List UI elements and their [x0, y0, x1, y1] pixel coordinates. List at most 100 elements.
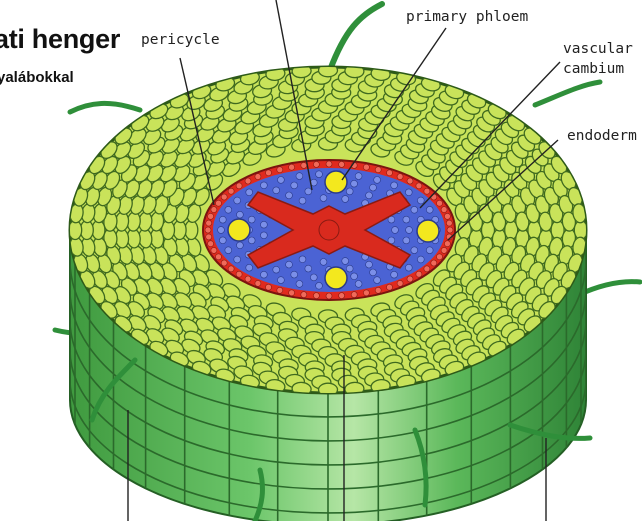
label-cambium: cambium	[563, 61, 625, 77]
cortex-cell	[173, 150, 193, 168]
pericycle-cell	[207, 240, 214, 247]
vascular-cell	[354, 280, 363, 288]
vascular-cell	[417, 196, 425, 205]
root-hair	[252, 467, 265, 524]
vascular-cell	[304, 187, 312, 196]
cortex-cell	[159, 150, 178, 168]
pericycle-cell	[436, 253, 443, 261]
pericycle-cell	[396, 280, 404, 287]
label-vascular: vascular	[563, 41, 633, 57]
vascular-cell	[369, 183, 377, 192]
vascular-cell	[402, 236, 410, 245]
page-subtitle: yalábokkal	[0, 69, 74, 86]
pericycle-cell	[386, 283, 393, 291]
vascular-cell	[346, 264, 354, 273]
vascular-cell	[410, 206, 418, 214]
pericycle-cell	[227, 187, 235, 195]
cortex-cell	[538, 211, 553, 232]
vascular-cell	[219, 236, 227, 245]
leader-line-top	[275, 0, 313, 191]
leader-line-primary-phloem	[341, 27, 447, 181]
vascular-cylinder	[202, 159, 456, 301]
pericycle-cell	[235, 182, 243, 190]
pericycle-cell	[227, 265, 235, 273]
cortex-cell	[173, 292, 193, 310]
pericycle-cell	[300, 291, 308, 298]
pericycle-cell	[205, 233, 212, 241]
pericycle-cell	[396, 173, 404, 180]
pericycle-cell	[215, 253, 222, 261]
pericycle-cell	[313, 292, 320, 299]
vascular-cell	[248, 236, 256, 245]
pericycle-cell	[444, 213, 451, 220]
pericycle-cell	[215, 199, 222, 207]
pericycle-cell	[288, 289, 295, 297]
pericycle-cell	[265, 283, 272, 291]
vascular-cell	[350, 180, 358, 188]
cortex-cell	[159, 164, 177, 183]
cortex-cell	[191, 305, 211, 322]
root-hairs-front	[89, 30, 593, 524]
pericycle-cell	[325, 292, 333, 300]
vascular-cell	[341, 195, 349, 203]
phloem-strand	[324, 170, 348, 194]
page-title: ati henger	[0, 24, 121, 54]
cortex-cell	[161, 306, 181, 323]
root-hair	[507, 422, 593, 441]
root-hair	[67, 100, 143, 115]
phloem-strand	[416, 219, 440, 243]
vascular-cell	[224, 206, 233, 214]
vascular-cell	[426, 206, 434, 214]
cortex-cell	[317, 67, 339, 78]
pericycle-cell	[415, 270, 423, 278]
root-hair	[89, 357, 138, 423]
pericycle-cell	[446, 226, 454, 234]
vascular-cell	[387, 236, 396, 245]
vascular-cell	[233, 255, 241, 264]
vascular-cell	[315, 282, 323, 290]
vascular-cell	[295, 172, 304, 180]
cortex-cell	[161, 137, 181, 154]
label-pericycle: pericycle	[141, 32, 220, 48]
vascular-cell	[410, 246, 418, 254]
vascular-cell	[245, 264, 253, 272]
vascular-cell	[365, 260, 373, 269]
epidermis-cell-wall	[70, 319, 586, 466]
pericycle-cell	[363, 163, 370, 171]
vascular-cell	[260, 221, 268, 229]
pericycle-cell	[254, 280, 262, 287]
vascular-cell	[277, 176, 285, 184]
vascular-cell	[426, 246, 434, 254]
pericycle-cell	[207, 213, 214, 220]
root-side-wall	[69, 229, 587, 525]
vascular-cell	[391, 226, 399, 234]
pericycle-cell	[350, 291, 358, 298]
pericycle-cell	[436, 199, 443, 207]
phloem-strand	[227, 218, 251, 242]
vascular-cell	[245, 188, 253, 197]
cortex-cell	[128, 127, 147, 145]
vascular-cell	[350, 272, 358, 280]
cortex-cell	[145, 115, 165, 132]
pericycle-cell	[440, 247, 448, 254]
phloem-strand	[324, 266, 348, 290]
vascular-cell	[285, 260, 293, 269]
pericycle-cell	[423, 265, 431, 273]
vascular-cell	[219, 216, 227, 224]
pericycle-cell	[313, 161, 320, 168]
pericycle-cell	[430, 259, 438, 267]
pericycle-cell	[423, 187, 431, 195]
leader-line-pericycle	[179, 57, 215, 206]
vascular-cell	[390, 181, 398, 190]
pericycle-cell	[276, 166, 284, 173]
vascular-cell	[417, 255, 425, 264]
cortex-cell	[160, 327, 180, 344]
leader-lines	[127, 0, 561, 521]
vascular-cell	[290, 181, 298, 190]
root-hair	[300, 30, 330, 42]
vascular-cell	[217, 226, 225, 234]
root-hair	[575, 279, 642, 298]
pericycle-cell	[363, 289, 370, 297]
